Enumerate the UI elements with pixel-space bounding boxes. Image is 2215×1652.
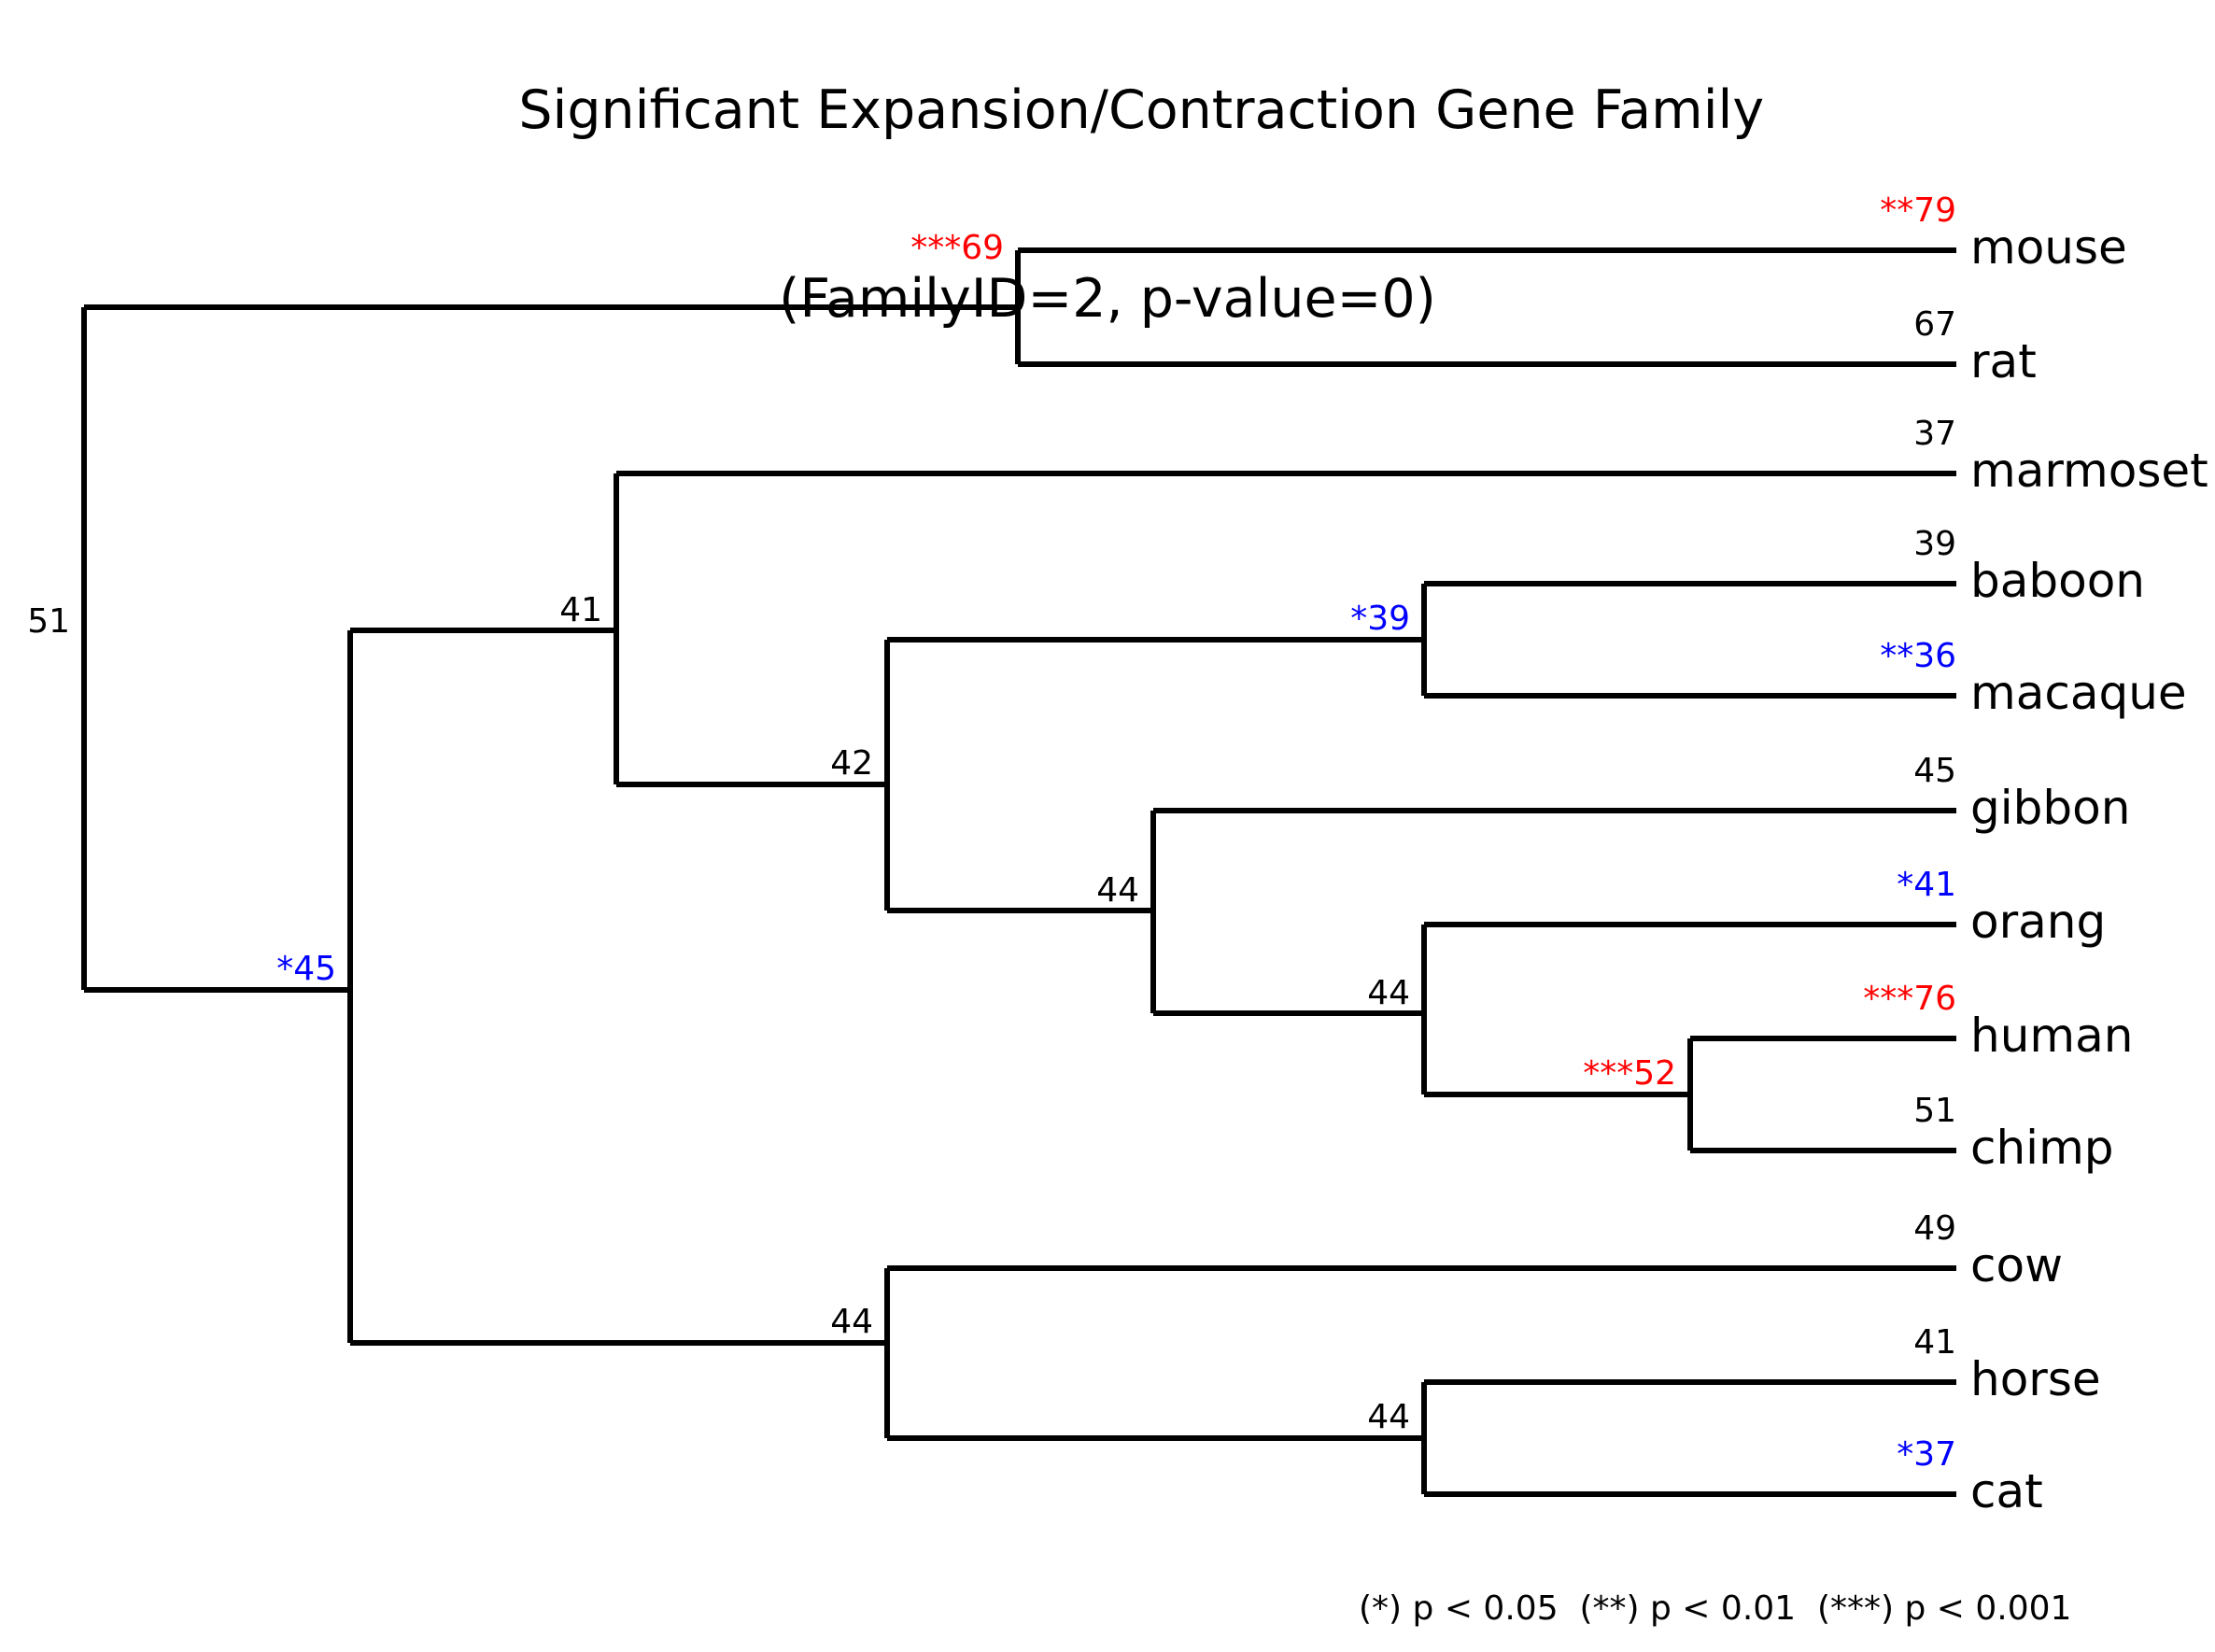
tip-label-horse: horse <box>1970 1352 2101 1406</box>
tip-count-mouse: **79 <box>1880 191 1956 230</box>
tip-label-macaque: macaque <box>1970 666 2187 720</box>
node-count-catarrhine: 42 <box>830 744 873 783</box>
tip-label-orang: orang <box>1970 895 2107 949</box>
tip-count-rat: 67 <box>1913 305 1956 344</box>
tip-count-orang: *41 <box>1897 866 1956 904</box>
node-count-hominini: ***52 <box>1583 1054 1676 1093</box>
title-line-2: (FamilyID=2, p-value=0) <box>779 268 1436 330</box>
tip-label-chimp: chimp <box>1970 1121 2114 1175</box>
node-count-primates: 41 <box>559 591 602 629</box>
tip-label-marmoset: marmoset <box>1970 444 2208 498</box>
node-count-boreo: *45 <box>276 950 336 988</box>
node-count-murinae: ***69 <box>910 229 1004 267</box>
node-count-horsecat: 44 <box>1367 1398 1410 1436</box>
tip-count-baboon: 39 <box>1913 525 1956 563</box>
tip-count-cat: *37 <box>1897 1435 1956 1474</box>
tip-label-human: human <box>1970 1009 2134 1063</box>
figure-title: Significant Expansion/Contraction Gene F… <box>0 17 2215 457</box>
tip-label-gibbon: gibbon <box>1970 781 2131 835</box>
tip-count-horse: 41 <box>1913 1323 1956 1362</box>
tip-count-cow: 49 <box>1913 1209 1956 1248</box>
node-count-greatapes: 44 <box>1367 974 1410 1012</box>
node-count-laurasia: 44 <box>830 1303 873 1341</box>
tip-label-mouse: mouse <box>1970 220 2127 275</box>
title-line-1: Significant Expansion/Contraction Gene F… <box>518 79 1765 142</box>
tip-label-cat: cat <box>1970 1464 2043 1518</box>
tip-label-cow: cow <box>1970 1238 2063 1292</box>
node-count-root: 51 <box>27 602 70 641</box>
node-count-cercopith: *39 <box>1350 600 1410 638</box>
tip-count-gibbon: 45 <box>1913 752 1956 790</box>
tip-count-chimp: 51 <box>1913 1092 1956 1130</box>
significance-legend: (*) p < 0.05 (**) p < 0.01 (***) p < 0.0… <box>1359 1589 2072 1628</box>
tip-count-human: ***76 <box>1863 980 1956 1018</box>
tip-count-marmoset: 37 <box>1913 415 1956 453</box>
tip-label-rat: rat <box>1970 334 2037 388</box>
tip-label-baboon: baboon <box>1970 554 2145 608</box>
node-count-apes: 44 <box>1096 871 1139 910</box>
tip-count-macaque: **36 <box>1880 637 1956 675</box>
